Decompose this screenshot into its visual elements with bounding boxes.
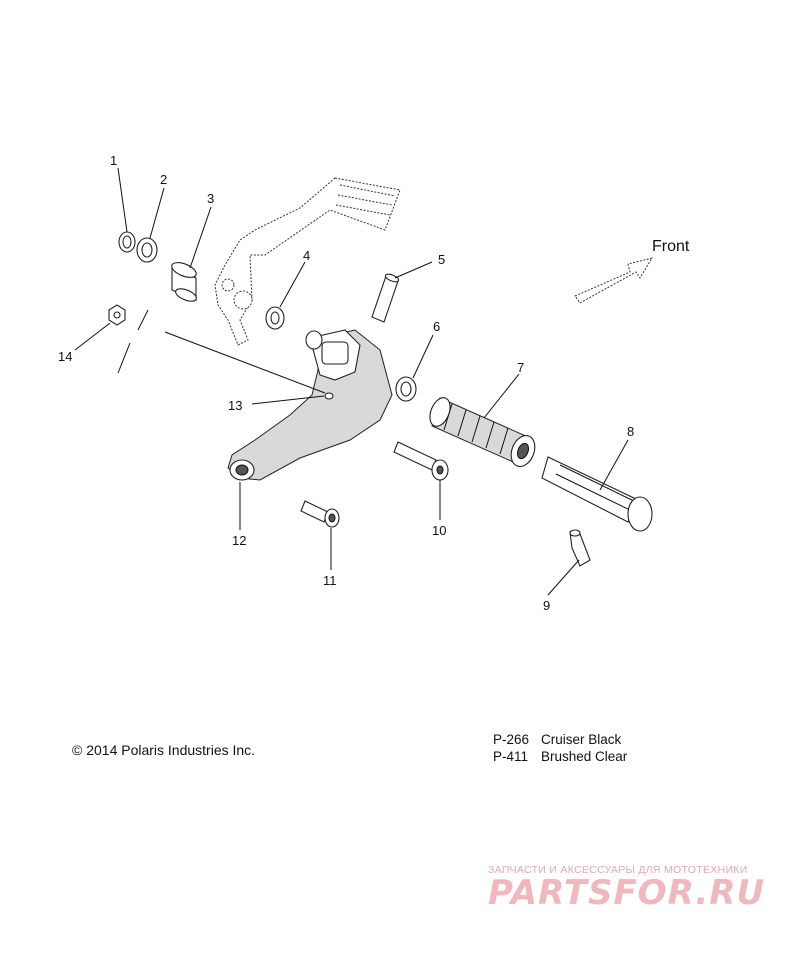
watermark-logo: PARTSFOR.RU — [488, 873, 766, 913]
footpeg-mount-arm — [227, 329, 393, 481]
part-5-pin — [371, 273, 400, 323]
callout-5: 5 — [438, 252, 445, 267]
part-8-peg-pin — [541, 456, 653, 532]
finish-code: P-266 — [493, 732, 530, 747]
part-4-washer — [265, 306, 285, 330]
finish-codes: P-266 Cruiser Black P-411 Brushed Clear — [493, 731, 627, 765]
callout-6: 6 — [433, 319, 440, 334]
part-6-washer — [395, 376, 417, 402]
finish-name: Brushed Clear — [541, 749, 628, 764]
part-13-set-screw — [324, 392, 334, 400]
part-1-snap-ring — [118, 231, 136, 253]
callout-numbers: 1 2 3 4 5 6 7 8 9 10 11 12 13 14 — [58, 153, 634, 613]
callout-9: 9 — [543, 598, 550, 613]
part-3-bushing — [171, 262, 197, 302]
callout-10: 10 — [432, 523, 446, 538]
part-11-bolt — [300, 500, 340, 528]
callout-13: 13 — [228, 398, 242, 413]
leader-lines — [74, 167, 629, 596]
copyright-notice: © 2014 Polaris Industries Inc. — [72, 742, 256, 758]
part-7-rubber-peg — [429, 397, 536, 467]
callout-8: 8 — [627, 424, 634, 439]
finish-code: P-411 — [493, 749, 529, 764]
callout-4: 4 — [303, 248, 310, 263]
shift-lever — [214, 177, 401, 346]
callout-11: 11 — [323, 573, 337, 588]
watermark-tagline: ЗАПЧАСТИ И АКСЕССУАРЫ ДЛЯ МОТОТЕХНИКИ — [488, 864, 748, 876]
callout-7: 7 — [517, 360, 524, 375]
callout-1: 1 — [110, 153, 117, 168]
part-2-washer — [136, 237, 158, 263]
callout-3: 3 — [207, 191, 214, 206]
callout-2: 2 — [160, 172, 167, 187]
callout-14: 14 — [58, 349, 72, 364]
finish-row: P-411 Brushed Clear — [493, 748, 627, 765]
part-10-bolt — [393, 441, 449, 481]
finish-row: P-266 Cruiser Black — [493, 731, 627, 748]
front-label: Front — [652, 238, 690, 255]
finish-name: Cruiser Black — [541, 732, 622, 747]
front-direction-arrow — [574, 257, 654, 304]
callout-12: 12 — [232, 533, 246, 548]
part-9-small-pin — [569, 529, 591, 567]
part-14-nut — [108, 304, 126, 326]
